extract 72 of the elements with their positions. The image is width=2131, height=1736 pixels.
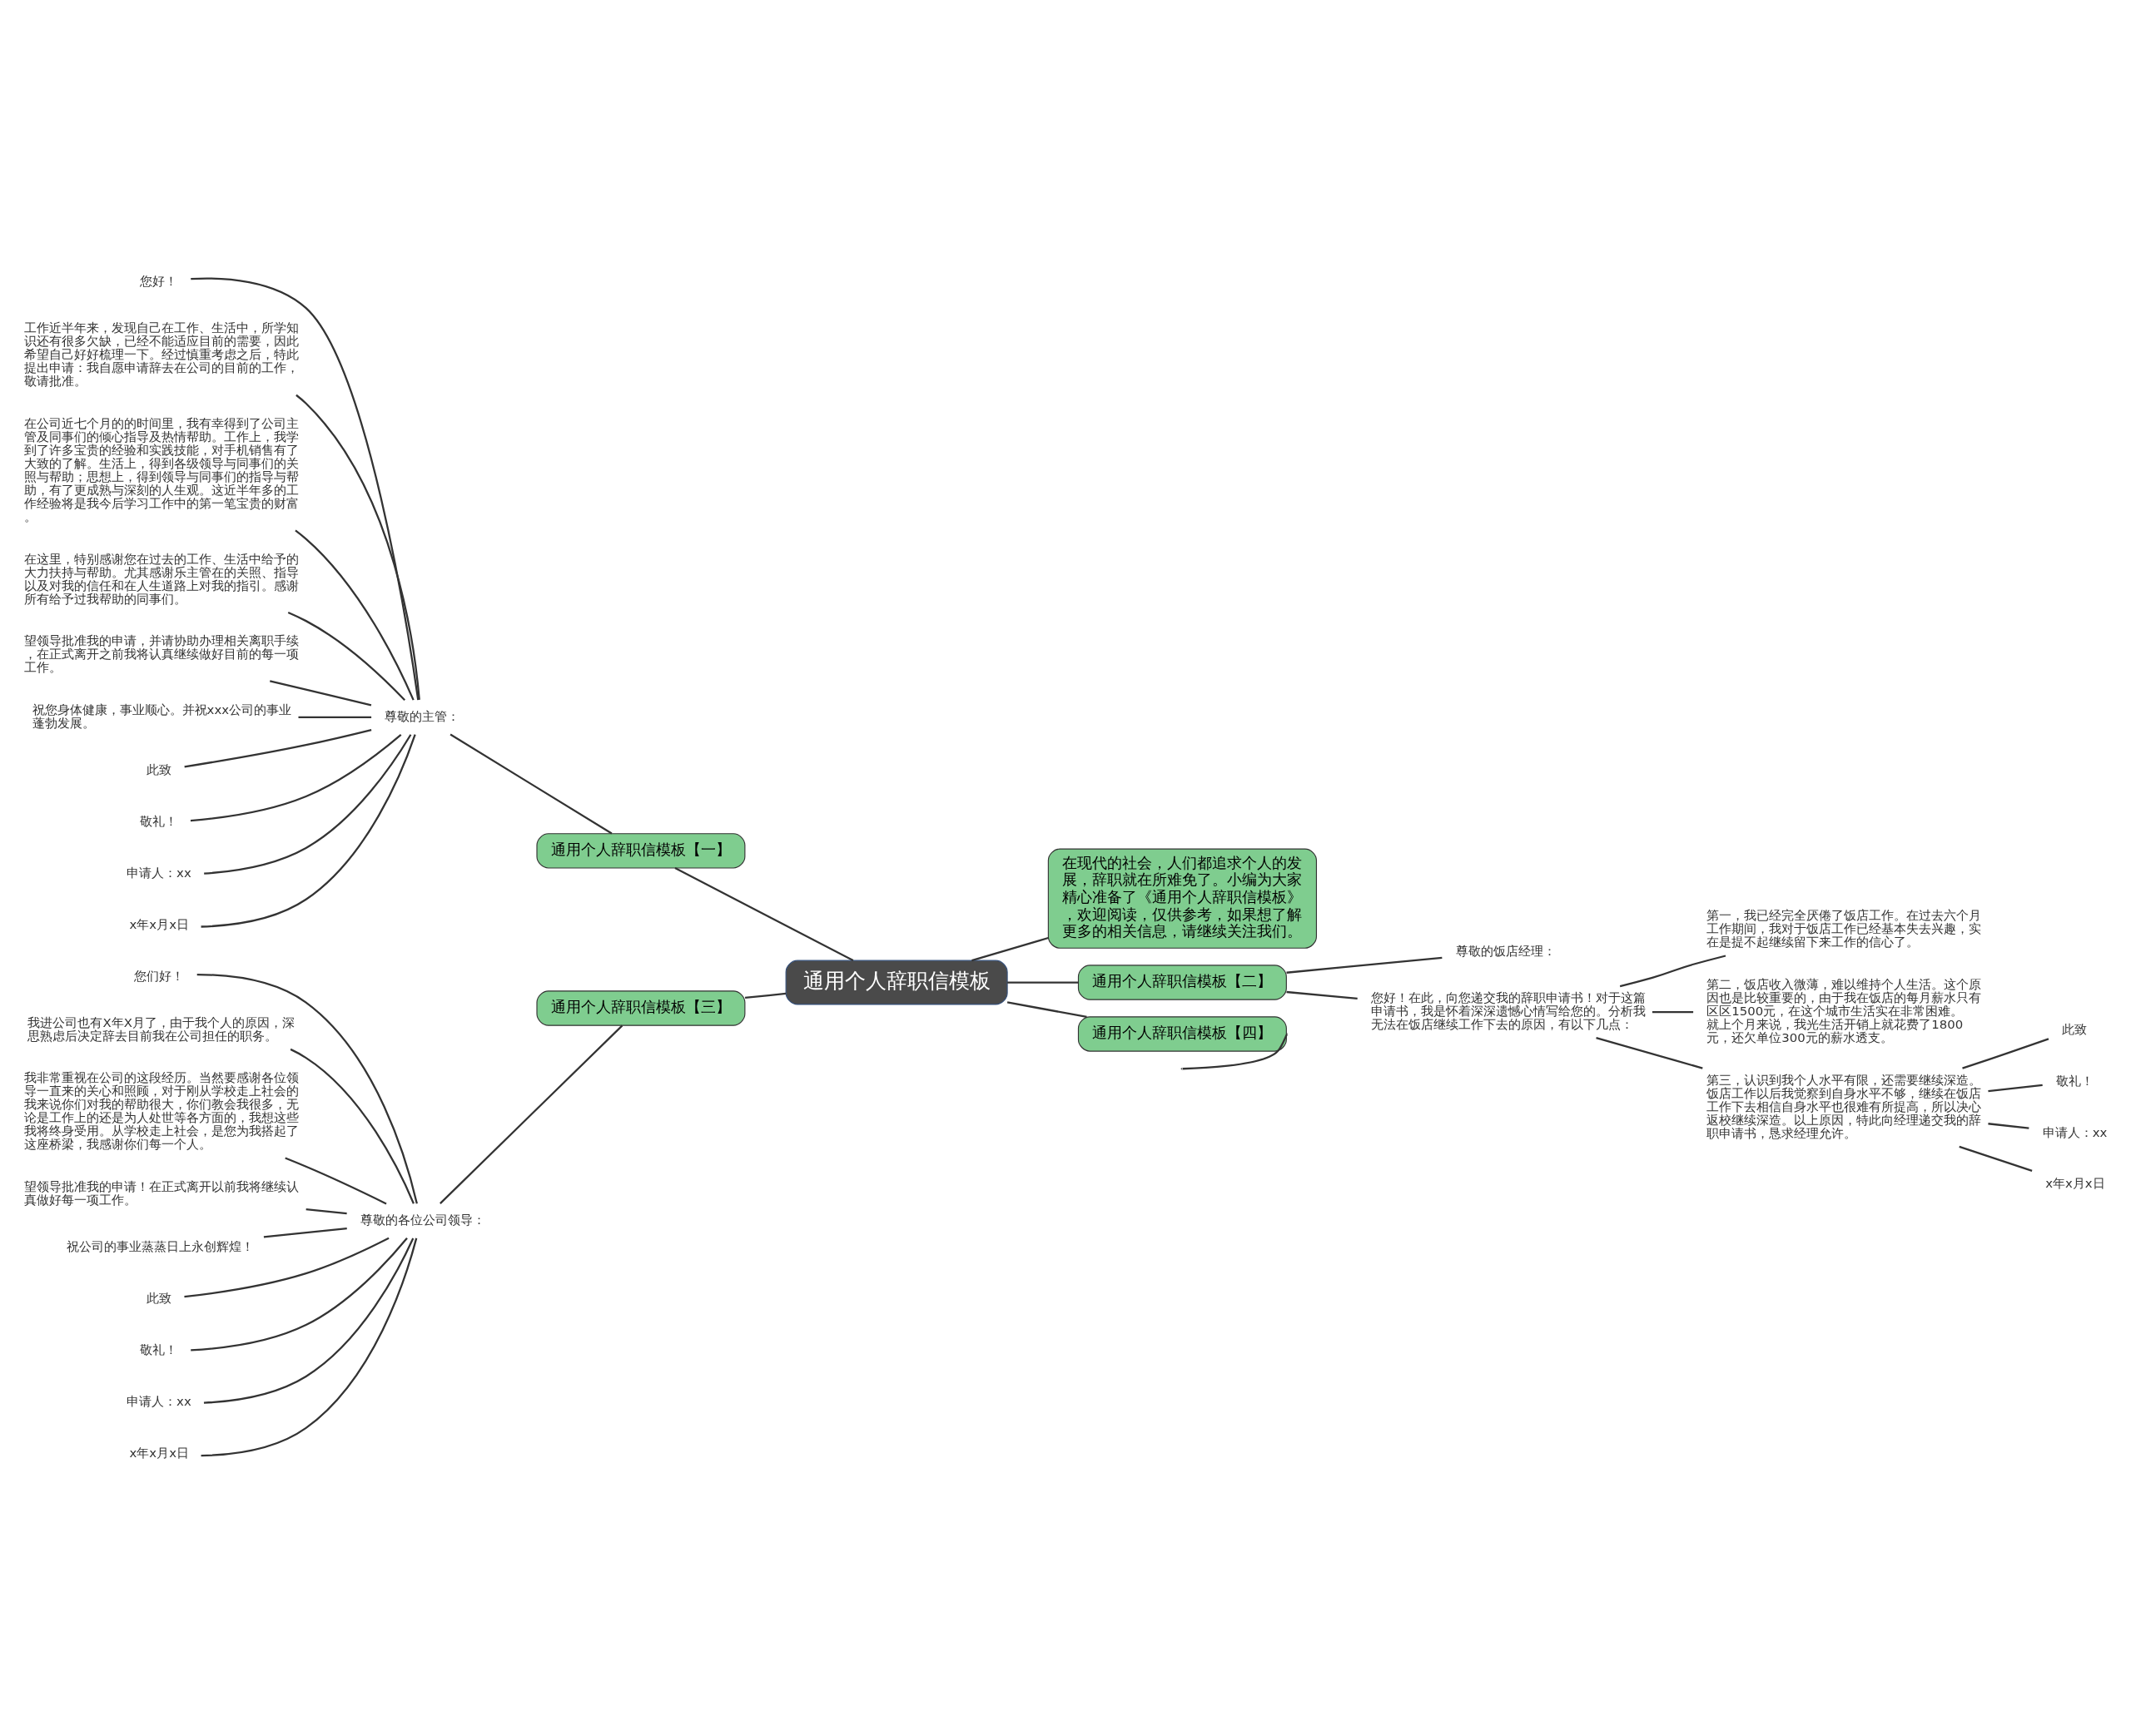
- connector: [184, 728, 372, 768]
- node-text: 在这里，特别感谢您在过去的工作、生活中给予的大力扶持与帮助。尤其感谢乐主管在的关照、指导以及对我的信任和在人生道路上对我的指引。感谢所有给予过我帮助的同事们。: [24, 551, 300, 607]
- connector: [191, 277, 420, 701]
- node-text: 工作近半年来，发现自己在工作、生活中，所学知识还有很多欠缺，已经不能适应目前的需要，因此希望自己好好梳理一下。经过慎重考虑之后，特此提出申请：我自愿申请辞去在公司的目前的工作，敬请批准。: [24, 320, 300, 389]
- node-box: 通用个人辞职信模板【二】: [1077, 965, 1287, 1000]
- node-text: 此致: [146, 1290, 171, 1306]
- node-text: 您好！在此，向您递交我的辞职申请书！对于这篇申请书，我是怀着深深遗憾心情写给您的。分析我无法在饭店继续工作下去的原因，有以下几点：: [1370, 990, 1646, 1033]
- node-text: 第三，认识到我个人水平有限，还需要继续深造。饭店工作以后我觉察到自身水平不够，继续在饭店工作下去相信自身水平也很难有所提高，所以决心返校继续深造。以上原因，特此向经理递交我的辞职申请书，恳求经理允许。: [1706, 1072, 1982, 1141]
- connector: [1006, 1001, 1087, 1018]
- connector: [203, 1238, 415, 1404]
- node-text: 祝公司的事业蒸蒸日上永创辉煌！: [67, 1239, 255, 1255]
- connector: [295, 529, 415, 701]
- node-text: 申请人：xx: [2042, 1124, 2108, 1140]
- node-text: x年x月x日: [129, 1445, 189, 1461]
- connector: [971, 936, 1049, 962]
- connector: [285, 1157, 387, 1205]
- connector: [201, 1238, 418, 1457]
- connector: [184, 1237, 390, 1298]
- connector: [1959, 1145, 2033, 1172]
- node-text: 第二，饭店收入微薄，难以维持个人生活。这个原因也是比较重要的，由于我在饭店的每月薪水只有区区1500元，在这个城市生活实在非常困难。就上个月来说，我光生活开销上就花费了1800元，还欠单位300元的薪水透支。: [1706, 976, 1982, 1046]
- node-text: 望领导批准我的申请！在正式离开以前我将继续认真做好每一项工作。: [24, 1178, 300, 1208]
- node-text: 此致: [146, 761, 171, 777]
- connector: [290, 1048, 415, 1204]
- node-text: 第一，我已经完全厌倦了饭店工作。在过去六个月工作期间，我对于饭店工作已经基本失去兴趣，实在是提不起继续留下来工作的信心了。: [1706, 908, 1982, 950]
- node-box: 在现代的社会，人们都追求个人的发展，辞职就在所难免了。小编为大家精心准备了《通用个人辞职信模板》，欢迎阅读，仅供参考，如果想了解更多的相关信息，请继续关注我们。: [1047, 848, 1318, 949]
- node-box: 通用个人辞职信模板【四】: [1077, 1016, 1287, 1052]
- connector: [1652, 1010, 1694, 1014]
- node-text: 望领导批准我的申请，并请协助办理相关离职手续，在正式离开之前我将认真继续做好目前的每一项工作。: [24, 633, 300, 676]
- node-box: 通用个人辞职信模板【一】: [536, 833, 746, 869]
- connector: [191, 1238, 408, 1352]
- connector: [1596, 1037, 1703, 1069]
- connector: [1286, 956, 1443, 974]
- node-box: 通用个人辞职信模板: [785, 960, 1008, 1005]
- connector: [196, 973, 418, 1204]
- node-text: 敬礼！: [140, 813, 178, 829]
- node-text: 申请人：xx: [127, 1393, 191, 1409]
- node-text: x年x月x日: [129, 916, 189, 932]
- connector: [744, 992, 787, 999]
- connector: [1988, 1123, 2029, 1129]
- connector: [1988, 1084, 2043, 1093]
- connector: [1962, 1038, 2049, 1069]
- connector: [263, 1228, 347, 1238]
- connector: [296, 394, 420, 701]
- node-text: 我进公司也有X年X月了，由于我个人的原因，深思熟虑后决定辞去目前我在公司担任的职务。: [27, 1014, 295, 1044]
- node-text: 您好！: [140, 274, 178, 290]
- connector: [1181, 1033, 1289, 1070]
- node-box: 通用个人辞职信模板【三】: [536, 990, 746, 1026]
- node-text: 您们好！: [133, 968, 184, 984]
- connector: [287, 611, 406, 702]
- connector: [298, 716, 372, 719]
- connector: [190, 734, 402, 822]
- node-text: 尊敬的各位公司领导：: [360, 1213, 485, 1228]
- node-text: 申请人：xx: [127, 865, 191, 880]
- connector: [674, 867, 854, 962]
- node-text: 尊敬的主管：: [385, 708, 460, 724]
- connector: [450, 733, 613, 835]
- connector: [1286, 990, 1358, 999]
- connector: [201, 734, 416, 928]
- connector: [204, 734, 412, 875]
- node-text: 我非常重视在公司的这段经历。当然要感谢各位领导一直来的关心和照顾，对于刚从学校走上社会的我来说你们对我的帮助很大，你们教会我很多，无论是工作上的还是为人处世等各方面的，我想这些我将终身受用。从学校走上社会，是您为我搭起了这座桥梁，我感谢你们每一个人。: [24, 1070, 300, 1153]
- connector: [270, 680, 372, 707]
- connector: [440, 1024, 623, 1204]
- node-text: 此致: [2062, 1021, 2088, 1037]
- node-text: 在公司近七个月的的时间里，我有幸得到了公司主管及同事们的倾心指导及热情帮助。工作上，我学到了许多宝贵的经验和实践技能，对手机销售有了大致的了解。生活上，得到各级领导与同事们的关照与帮助；思想上，得到领导与同事们的指导与帮助，有了更成熟与深刻的人生观。这近半年多的工作经验将是我今后学习工作中的第一笔宝贵的财富。: [24, 415, 300, 525]
- node-text: 敬礼！: [2055, 1073, 2094, 1089]
- connector: [305, 1208, 347, 1215]
- node-text: 敬礼！: [140, 1342, 178, 1357]
- connector: [1619, 955, 1726, 988]
- connector: [1007, 981, 1079, 984]
- node-text: x年x月x日: [2045, 1176, 2105, 1192]
- node-text: 祝您身体健康，事业顺心。并祝xxx公司的事业蓬勃发展。: [32, 702, 292, 731]
- node-text: 尊敬的饭店经理：: [1455, 943, 1556, 959]
